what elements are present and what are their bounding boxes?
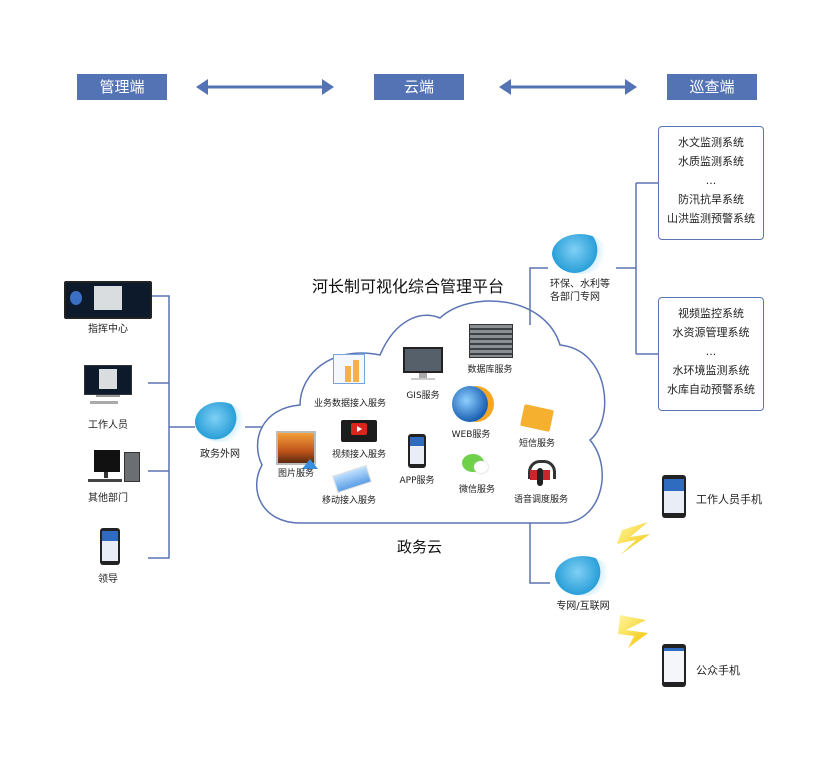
service-label: 微信服务: [458, 485, 495, 495]
service-label: 业务数据接入服务: [313, 399, 386, 409]
client-label: 工作人员: [88, 420, 128, 431]
video-play-icon: [341, 420, 377, 442]
service-label: APP服务: [399, 476, 435, 486]
service-label: WEB服务: [451, 430, 491, 440]
client-label: 指挥中心: [88, 324, 128, 335]
system-item: 山洪监测预警系统: [667, 212, 755, 225]
right-upper-branch: [529, 182, 658, 355]
network-label-line: 各部门专网: [550, 292, 600, 303]
service-label: 移动接入服务: [321, 496, 376, 506]
network-label-dept: 环保、水利等 各部门专网: [550, 278, 620, 304]
command-center-screen-icon: [64, 281, 152, 319]
globe-network-icon: [552, 234, 608, 274]
system-item: 视频监控系统: [678, 307, 744, 320]
pc-tower-icon: [88, 450, 140, 484]
double-arrow-left: [196, 79, 334, 95]
desktop-monitor-icon: [84, 365, 132, 404]
globe-network-icon: [555, 556, 611, 596]
double-arrow-right: [499, 79, 637, 95]
service-label: GIS服务: [406, 391, 440, 401]
smartphone-icon: [662, 644, 686, 687]
mobile-client-label: 工作人员手机: [696, 493, 762, 506]
headset-mic-icon: [526, 460, 556, 488]
chart-laptop-icon: [333, 352, 367, 388]
smartphone-icon: [100, 528, 120, 565]
mobile-client-label: 公众手机: [696, 664, 740, 677]
platform-title: 河长制可视化综合管理平台: [312, 277, 505, 296]
cloud-outline: [255, 300, 606, 524]
system-item: 水环境监测系统: [672, 364, 750, 377]
network-label-private-internet: 专网/互联网: [556, 601, 610, 612]
header-inspection-end: 巡查端: [667, 74, 757, 100]
network-label-line: 环保、水利等: [550, 279, 610, 290]
globe-network-icon: [195, 402, 245, 442]
system-item: 防汛抗旱系统: [678, 193, 744, 206]
picture-upload-icon: [276, 431, 318, 469]
header-management-end: 管理端: [77, 74, 167, 100]
systems-box-top: 水文监测系统 水质监测系统 ... 防汛抗旱系统 山洪监测预警系统: [658, 126, 764, 240]
lightning-bolt-lower: [618, 615, 648, 648]
client-label: 领导: [98, 574, 118, 585]
service-label: 语音调度服务: [513, 495, 568, 505]
header-cloud-end: 云端: [374, 74, 464, 100]
app-phone-icon: [408, 434, 426, 468]
server-rack-icon: [469, 324, 513, 358]
service-label: 图片服务: [277, 469, 314, 479]
system-item: ...: [705, 345, 717, 358]
system-item: ...: [705, 174, 717, 187]
service-label: 视频接入服务: [331, 450, 386, 460]
web-globe-icon: [452, 386, 488, 422]
network-label-gov-external: 政务外网: [200, 449, 240, 460]
client-label: 其他部门: [88, 493, 128, 504]
service-label: 短信服务: [518, 439, 555, 449]
system-item: 水文监测系统: [678, 136, 744, 149]
left-bracket-line: [148, 295, 262, 559]
smartphone-icon: [662, 475, 686, 518]
system-item: 水库自动预警系统: [667, 383, 755, 396]
lightning-bolt-upper: [617, 522, 650, 555]
gis-monitor-icon: [403, 347, 445, 383]
right-lower-branch: [529, 523, 550, 584]
cloud-label: 政务云: [397, 538, 443, 556]
system-item: 水质监测系统: [678, 155, 744, 168]
service-label: 数据库服务: [467, 365, 513, 375]
system-item: 水资源管理系统: [672, 326, 750, 339]
wechat-icon: [462, 454, 488, 473]
systems-box-bottom: 视频监控系统 水资源管理系统 ... 水环境监测系统 水库自动预警系统: [658, 297, 764, 411]
